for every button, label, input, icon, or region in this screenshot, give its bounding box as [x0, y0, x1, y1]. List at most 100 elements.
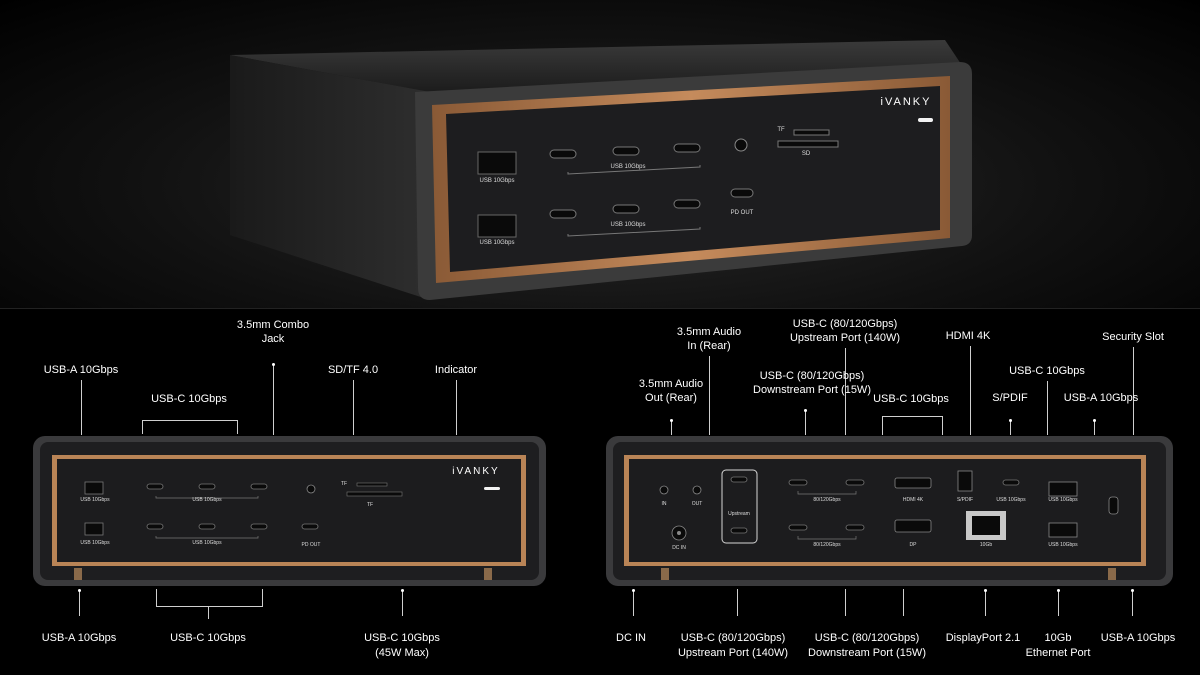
- leader-dot: [401, 589, 404, 592]
- hero-label-usb-a-top: USB 10Gbps: [479, 178, 515, 184]
- rear-port-label-eth: 10Gb: [979, 542, 993, 548]
- callout-rear-bottom-downstream-2: Downstream Port (15W): [808, 647, 926, 659]
- front-port-label-usb-a-bottom: USB 10Gbps: [80, 540, 110, 546]
- hero-product-photo: iVANKY USB 10Gbps USB 10Gbps USB 10Gbps …: [0, 0, 1200, 308]
- callout-rear-hdmi: HDMI 4K: [945, 330, 991, 342]
- hero-label-tf: TF: [777, 127, 785, 133]
- callout-front-indicator: Indicator: [434, 364, 478, 376]
- leader-line: [805, 410, 806, 435]
- leader-line: [671, 420, 672, 435]
- callout-front-usb-c-top: USB-C 10Gbps: [151, 393, 227, 405]
- leader-line: [942, 416, 943, 435]
- callout-front-sd-tf: SD/TF 4.0: [327, 364, 379, 376]
- rear-port-label-usba-bottom: USB 10Gbps: [1048, 542, 1078, 548]
- leader-line: [845, 348, 846, 435]
- callout-rear-displayport: DisplayPort 2.1: [945, 632, 1021, 644]
- rear-port-label-upstream: Upstream: [728, 511, 750, 517]
- dock-render: [230, 40, 972, 300]
- rear-port-label-dp-bottom: 80/120Gbps: [813, 542, 841, 548]
- bracket-line: [882, 416, 942, 417]
- callout-rear-audio-out-1: 3.5mm Audio: [638, 378, 704, 390]
- callout-rear-downstream-2: Downstream Port (15W): [753, 384, 871, 396]
- rear-port-label-dc-in: DC IN: [672, 545, 686, 551]
- hero-brand-logo: iVANKY: [880, 96, 932, 108]
- leader-line: [1010, 420, 1011, 435]
- hero-label-pd-out: PD OUT: [730, 210, 754, 216]
- leader-line: [709, 356, 710, 435]
- leader-dot: [1093, 419, 1096, 422]
- rear-port-label-out: OUT: [691, 501, 703, 507]
- section-divider: [0, 308, 1200, 309]
- callout-rear-bottom-downstream-1: USB-C (80/120Gbps): [814, 632, 920, 644]
- callout-rear-bottom-upstream-2: Upstream Port (140W): [677, 647, 789, 659]
- hero-label-usbc-top: USB 10Gbps: [610, 164, 646, 170]
- callout-front-usb-a-top: USB-A 10Gbps: [43, 364, 119, 376]
- callout-rear-usbc: USB-C 10Gbps: [873, 393, 949, 405]
- callout-front-combo-jack-2: Jack: [261, 333, 285, 345]
- leader-line: [970, 346, 971, 435]
- leader-dot: [78, 589, 81, 592]
- callout-rear-eth-1: 10Gb: [1044, 632, 1072, 644]
- callout-front-combo-jack-1: 3.5mm Combo: [236, 319, 310, 331]
- bracket-line: [142, 420, 237, 421]
- callout-front-usb-c-pd-2: (45W Max): [375, 647, 429, 659]
- leader-dot: [804, 409, 807, 412]
- callout-rear-audio-out-2: Out (Rear): [645, 392, 697, 404]
- leader-dot: [1057, 589, 1060, 592]
- leader-line: [81, 380, 82, 435]
- callout-rear-security: Security Slot: [1102, 331, 1164, 343]
- hero-label-usb-a-bottom: USB 10Gbps: [479, 240, 515, 246]
- rear-port-label-spdif: S/PDIF: [956, 497, 974, 503]
- callout-front-usb-c-pd-1: USB-C 10Gbps: [364, 632, 440, 644]
- rear-port-label-usba-top: USB 10Gbps: [1048, 497, 1078, 503]
- leader-line: [208, 606, 209, 619]
- leader-line: [1094, 420, 1095, 435]
- rear-port-label-hdmi: HDMI 4K: [902, 497, 924, 503]
- leader-dot: [1009, 419, 1012, 422]
- leader-dot: [272, 363, 275, 366]
- rear-port-label-in: IN: [661, 501, 667, 507]
- front-port-label-usbc-top: USB 10Gbps: [192, 497, 222, 503]
- leader-line: [262, 589, 263, 606]
- leader-line: [237, 420, 238, 434]
- front-port-label-pd-out: PD OUT: [301, 542, 321, 548]
- leader-line: [1047, 381, 1048, 435]
- leader-dot: [1131, 589, 1134, 592]
- leader-line: [353, 380, 354, 435]
- callout-front-usb-a-bottom: USB-A 10Gbps: [41, 632, 117, 644]
- leader-dot: [984, 589, 987, 592]
- callout-rear-upstream-1: USB-C (80/120Gbps): [792, 318, 898, 330]
- leader-line: [903, 589, 904, 616]
- front-port-label-usbc-bottom: USB 10Gbps: [192, 540, 222, 546]
- leader-line: [156, 589, 157, 606]
- leader-line: [633, 590, 634, 616]
- callout-front-usb-c-bottom: USB-C 10Gbps: [170, 632, 246, 644]
- front-port-label-tf: TF: [340, 481, 348, 487]
- callout-rear-usbc-10: USB-C 10Gbps: [1009, 365, 1085, 377]
- callout-rear-spdif: S/PDIF: [992, 392, 1028, 404]
- front-port-label-usb-a-top: USB 10Gbps: [80, 497, 110, 503]
- leader-line: [1058, 590, 1059, 616]
- leader-line: [1133, 347, 1134, 435]
- callout-rear-usba-bottom: USB-A 10Gbps: [1100, 632, 1176, 644]
- leader-line: [456, 380, 457, 435]
- leader-line: [1132, 590, 1133, 616]
- callout-rear-audio-in-1: 3.5mm Audio: [676, 326, 742, 338]
- leader-line: [882, 416, 883, 435]
- leader-dot: [632, 589, 635, 592]
- leader-line: [402, 590, 403, 616]
- callout-rear-usba: USB-A 10Gbps: [1063, 392, 1139, 404]
- rear-port-label-usbc: USB 10Gbps: [996, 497, 1026, 503]
- callout-rear-upstream-2: Upstream Port (140W): [789, 332, 901, 344]
- rear-port-label-dp-top: 80/120Gbps: [813, 497, 841, 503]
- front-port-label-sd: TF: [366, 502, 374, 508]
- front-brand-logo: iVANKY: [452, 466, 500, 477]
- callout-rear-downstream-1: USB-C (80/120Gbps): [759, 370, 865, 382]
- bracket-line: [156, 606, 263, 607]
- leader-line: [985, 590, 986, 616]
- hero-label-usbc-bottom: USB 10Gbps: [610, 222, 646, 228]
- leader-dot: [670, 419, 673, 422]
- leader-line: [273, 364, 274, 435]
